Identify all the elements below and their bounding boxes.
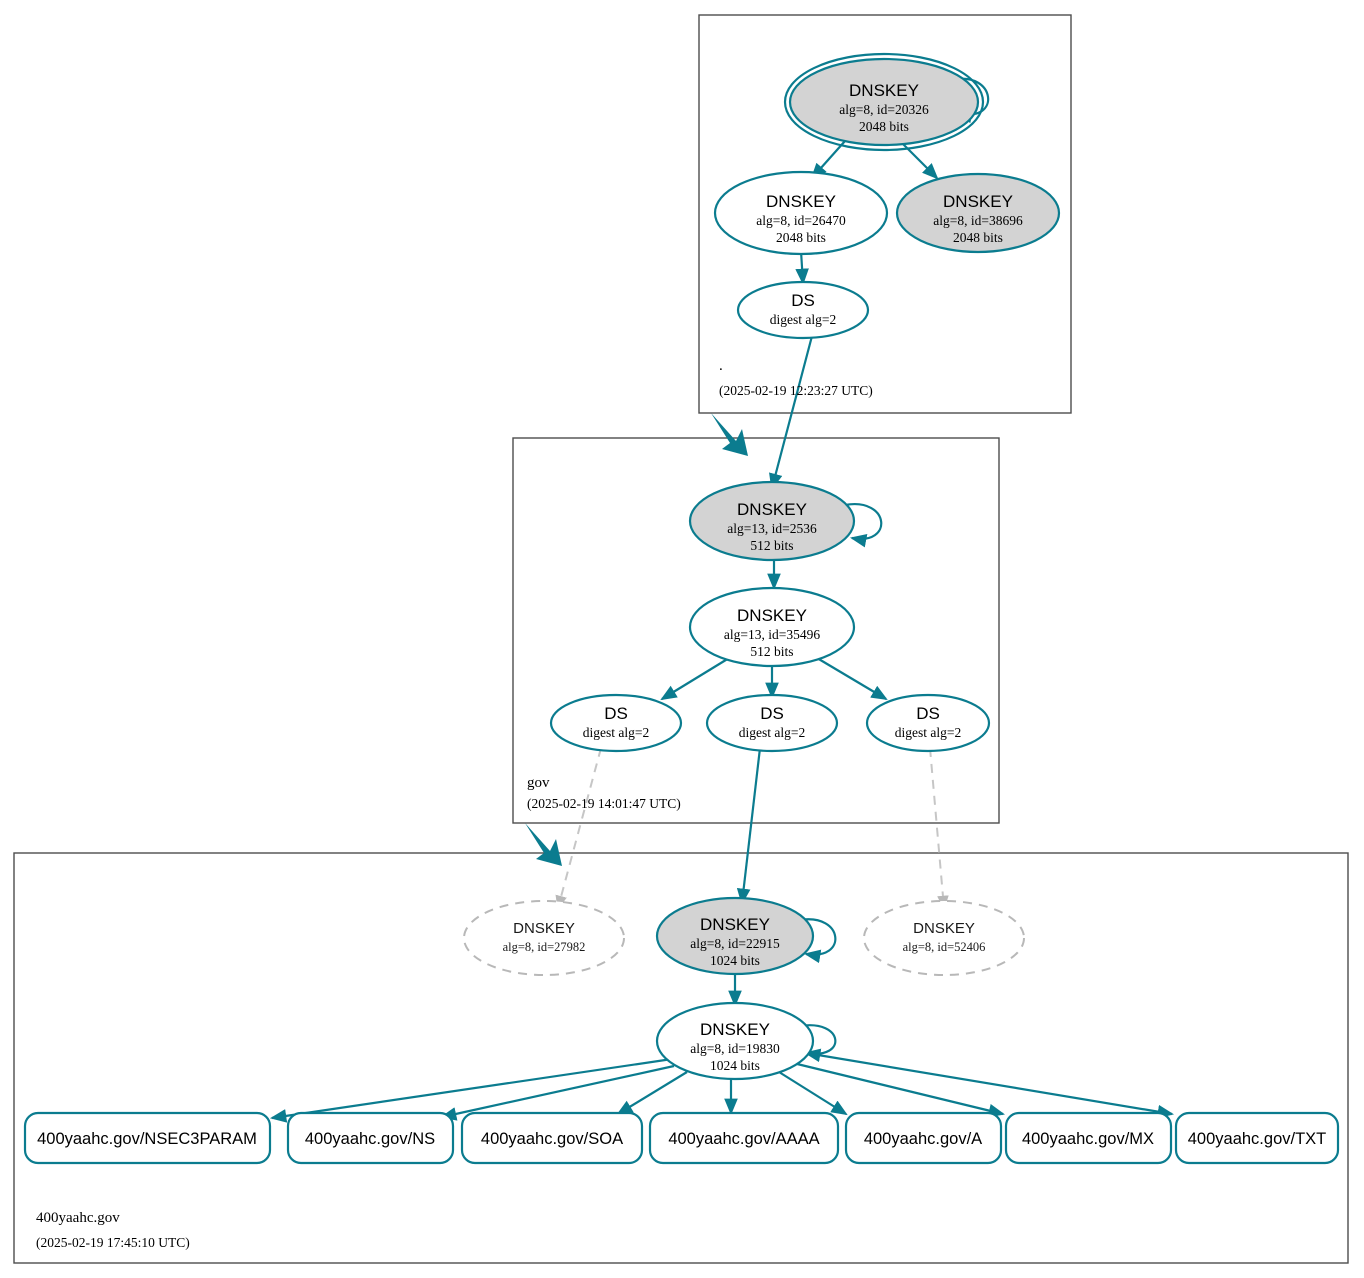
rrset-mx[interactable]: 400yaahc.gov/MX — [1004, 1111, 1173, 1165]
rrset-label: 400yaahc.gov/NSEC3PARAM — [37, 1130, 257, 1148]
edge-leaf-zsk-to-ns — [440, 1064, 675, 1121]
node-title: DS — [791, 291, 815, 310]
node-leaf-ksk-22915[interactable]: DNSKEY alg=8, id=22915 1024 bits — [655, 896, 815, 976]
node-title: DS — [760, 704, 784, 723]
node-title: DNSKEY — [943, 192, 1013, 211]
node-line2: alg=13, id=2536 — [727, 521, 817, 536]
node-line3: 1024 bits — [710, 1058, 760, 1073]
node-line2: digest alg=2 — [583, 725, 649, 740]
node-leaf-zsk-19830[interactable]: DNSKEY alg=8, id=19830 1024 bits — [655, 1001, 815, 1081]
node-line2: alg=13, id=35496 — [724, 627, 820, 642]
rrset-label: 400yaahc.gov/AAAA — [668, 1130, 819, 1148]
rrset-label: 400yaahc.gov/SOA — [481, 1130, 623, 1148]
node-line2: alg=8, id=27982 — [503, 940, 586, 954]
rrset-label: 400yaahc.gov/NS — [305, 1130, 435, 1148]
node-title: DNSKEY — [737, 606, 807, 625]
edge-gov-ksk-self-sign — [844, 503, 883, 548]
zone-label-root-name: . — [719, 358, 723, 374]
edge-leaf-ksk-self-sign — [799, 918, 837, 964]
node-line2: digest alg=2 — [895, 725, 961, 740]
node-root-ds[interactable]: DS digest alg=2 — [736, 280, 870, 340]
node-line3: 2048 bits — [859, 119, 909, 134]
node-line3: 2048 bits — [776, 230, 826, 245]
node-line2: digest alg=2 — [770, 312, 836, 327]
node-root-dnskey-38696[interactable]: DNSKEY alg=8, id=38696 2048 bits — [895, 172, 1061, 254]
edge-root-ksk-to-key38696 — [899, 140, 939, 180]
zone-label-gov-name: gov — [527, 775, 550, 791]
rrset-ns[interactable]: 400yaahc.gov/NS — [286, 1111, 455, 1165]
node-gov-ds-right[interactable]: DS digest alg=2 — [865, 693, 991, 753]
zone-label-leaf-time: (2025-02-19 17:45:10 UTC) — [36, 1235, 190, 1250]
node-title: DNSKEY — [700, 915, 770, 934]
rrset-a[interactable]: 400yaahc.gov/A — [844, 1111, 1003, 1165]
rrset-soa[interactable]: 400yaahc.gov/SOA — [460, 1111, 644, 1165]
node-line3: 512 bits — [750, 538, 793, 553]
edge-gov-ds-right-to-ghost-52406 — [929, 747, 949, 910]
edge-leaf-zsk-to-mx — [792, 1061, 1005, 1118]
edge-leaf-zsk-self-sign — [799, 1024, 837, 1063]
node-title: DNSKEY — [913, 920, 975, 937]
node-title: DNSKEY — [737, 500, 807, 519]
node-line3: 2048 bits — [953, 230, 1003, 245]
rrset-label: 400yaahc.gov/TXT — [1188, 1130, 1327, 1148]
node-line3: 1024 bits — [710, 953, 760, 968]
edge-leaf-zsk-to-a — [778, 1071, 848, 1116]
node-gov-ds-mid[interactable]: DS digest alg=2 — [705, 693, 839, 753]
delegation-arrow-root-to-gov — [711, 413, 748, 456]
rrset-aaaa[interactable]: 400yaahc.gov/AAAA — [648, 1111, 840, 1165]
rrset-label: 400yaahc.gov/A — [864, 1130, 982, 1148]
node-root-zsk-26470[interactable]: DNSKEY alg=8, id=26470 2048 bits — [713, 170, 889, 256]
node-title: DNSKEY — [700, 1020, 770, 1039]
node-title: DNSKEY — [766, 192, 836, 211]
zone-label-leaf-name: 400yaahc.gov — [36, 1210, 120, 1226]
node-title: DS — [604, 704, 628, 723]
edge-root-ds-to-gov-ksk — [769, 335, 814, 490]
node-root-ksk-20326[interactable]: DNSKEY alg=8, id=20326 2048 bits — [783, 52, 985, 152]
node-title: DNSKEY — [513, 920, 575, 937]
node-line2: alg=8, id=38696 — [933, 213, 1023, 228]
zone-label-root-time: (2025-02-19 12:23:27 UTC) — [719, 383, 873, 398]
node-gov-ds-left[interactable]: DS digest alg=2 — [549, 693, 683, 753]
edge-leaf-zsk-to-soa — [616, 1071, 688, 1116]
node-gov-zsk-35496[interactable]: DNSKEY alg=13, id=35496 512 bits — [688, 586, 856, 668]
node-line3: 512 bits — [750, 644, 793, 659]
rrset-nsec3param[interactable]: 400yaahc.gov/NSEC3PARAM — [23, 1111, 272, 1165]
node-leaf-ghost-dnskey-27982[interactable]: DNSKEY alg=8, id=27982 — [463, 900, 625, 976]
node-gov-ksk-2536[interactable]: DNSKEY alg=13, id=2536 512 bits — [688, 480, 856, 562]
node-line2: alg=8, id=26470 — [756, 213, 846, 228]
node-line2: alg=8, id=22915 — [690, 936, 780, 951]
edge-leaf-zsk-to-nsec3param — [269, 1057, 673, 1123]
node-title: DS — [916, 704, 940, 723]
zone-label-gov-time: (2025-02-19 14:01:47 UTC) — [527, 796, 681, 811]
edge-gov-ds-mid-to-leaf-ksk — [736, 747, 762, 906]
node-leaf-ghost-dnskey-52406[interactable]: DNSKEY alg=8, id=52406 — [863, 900, 1025, 976]
node-line2: digest alg=2 — [739, 725, 805, 740]
edge-gov-zsk-to-ds-left — [660, 654, 735, 701]
rrset-label: 400yaahc.gov/MX — [1022, 1130, 1154, 1148]
edge-leaf-zsk-to-txt — [799, 1050, 1175, 1119]
edge-gov-zsk-to-ds-right — [811, 654, 888, 701]
rrset-txt[interactable]: 400yaahc.gov/TXT — [1174, 1111, 1340, 1165]
delegation-arrow-gov-to-leaf — [525, 823, 562, 866]
node-title: DNSKEY — [849, 81, 919, 100]
edge-gov-ds-left-to-ghost-27982 — [555, 747, 602, 910]
node-line2: alg=8, id=52406 — [903, 940, 986, 954]
edge-root-zsk-to-ds — [795, 250, 809, 286]
node-line2: alg=8, id=19830 — [690, 1041, 780, 1056]
node-line2: alg=8, id=20326 — [839, 102, 929, 117]
